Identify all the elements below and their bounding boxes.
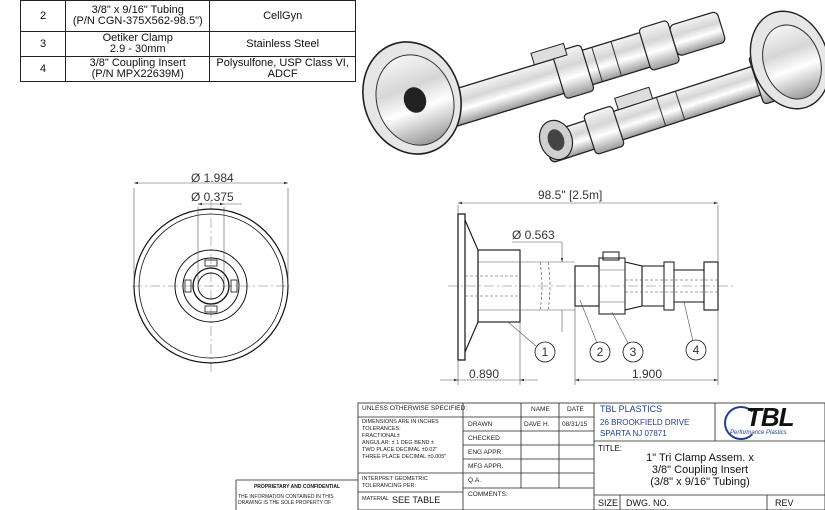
bom-description-line: (P/N MPX22639M) [91, 68, 184, 80]
insert-length-label: 1.900 [632, 367, 662, 381]
drawn-label: DRAWN [468, 421, 493, 428]
unless-specified-label: UNLESS OTHERWISE SPECIFIED: [362, 405, 467, 412]
bom-item-number: 2 [19, 0, 67, 32]
company-address-line: 26 BROOKFIELD DRIVE [600, 418, 690, 427]
overall-length-label: 98.5" [2.5m] [538, 188, 602, 202]
geometric-line: INTERPRET GEOMETRIC [362, 476, 428, 482]
balloon-4: 4 [693, 343, 700, 357]
dimension-overall-length: 98.5" [2.5m] [457, 188, 719, 262]
bom-item-number: 3 [19, 31, 67, 57]
proprietary-line: THE INFORMATION CONTAINED IN THIS [238, 494, 334, 500]
tolerance-line: FRACTIONAL± [362, 433, 400, 439]
geometric-tolerancing-note: INTERPRET GEOMETRIC TOLERANCING PER: [362, 476, 428, 490]
material-value: SEE TABLE [392, 495, 441, 505]
proprietary-line: DRAWING IS THE SOLE PROPERTY OF [238, 500, 332, 506]
dimension-tube-diameter: Ø 0.563 [512, 228, 564, 332]
title-block-frame [235, 402, 825, 510]
drawing-title-line: 3/8" Coupling Insert [651, 464, 749, 476]
company-address-line: SPARTA NJ 07871 [600, 429, 667, 438]
eng-appr-label: ENG APPR. [468, 449, 504, 456]
bom-material: CellGyn [209, 0, 356, 32]
bom-description-line: 3/8" Coupling Insert [89, 57, 186, 69]
end-view [132, 200, 290, 375]
bom-item-number: 4 [19, 56, 67, 82]
dimension-inner-diameter: Ø 0.375 [191, 190, 242, 286]
qa-label: Q.A. [468, 477, 482, 484]
company-name: TBL PLASTICS [600, 404, 663, 414]
name-column-header: NAME [531, 406, 550, 413]
logo-subtitle: Performance Plastics [730, 430, 787, 436]
checked-label: CHECKED [468, 435, 500, 442]
bom-description-line: 3/8" x 9/16" Tubing [91, 4, 184, 16]
dwg-number-label: DWG. NO. [626, 498, 669, 508]
tolerance-line: TWO PLACE DECIMAL ±0.02" [362, 447, 438, 453]
comments-label: COMMENTS: [468, 491, 508, 498]
geometric-line: TOLERANCING PER: [362, 483, 416, 489]
bom-description-line: 2.9 - 30mm [109, 43, 166, 55]
balloon-3: 3 [630, 345, 637, 359]
tolerance-line: TOLERANCES: [362, 426, 401, 432]
drawing-title: 1" Tri Clamp Assem. x 3/8" Coupling Inse… [600, 452, 800, 488]
date-column-header: DATE [567, 406, 584, 413]
bom-material-line: Stainless Steel [246, 37, 320, 50]
company-logo: TBL Performance Plastics [718, 402, 822, 440]
dimension-insert-length: 1.900 [574, 306, 719, 385]
balloon-callouts: 1 2 3 4 [507, 299, 707, 363]
tolerance-line: ANGULAR: ± 1 DEG BEND ± [362, 440, 435, 446]
isometric-view-assembly [362, 11, 726, 155]
bom-row: 3 Oetiker Clamp 2.9 - 30mm Stainless Ste… [19, 31, 356, 57]
proprietary-title: PROPRIETARY AND CONFIDENTIAL [253, 484, 341, 490]
mfg-appr-label: MFG APPR. [468, 463, 504, 470]
revision-label: REV [775, 498, 794, 508]
bom-material: Polysulfone, USP Class VI, ADCF [209, 56, 356, 82]
proprietary-text: THE INFORMATION CONTAINED IN THIS DRAWIN… [238, 494, 356, 506]
bom-description-line: (P/N CGN-375X562-98.5") [72, 15, 203, 27]
bom-row: 4 3/8" Coupling Insert (P/N MPX22639M) P… [19, 56, 356, 82]
logo-text: TBL [746, 402, 795, 432]
bom-description-line: Oetiker Clamp [102, 32, 173, 44]
inner-diameter-label: Ø 0.375 [191, 190, 234, 204]
outer-diameter-label: Ø 1.984 [191, 171, 234, 185]
balloon-2: 2 [597, 345, 604, 359]
bom-material: Stainless Steel [209, 31, 356, 57]
side-view [448, 213, 735, 361]
bom-row: 2 3/8" x 9/16" Tubing (P/N CGN-375X562-9… [19, 0, 356, 32]
bom-material-line: ADCF [267, 68, 298, 80]
bom-material-line: CellGyn [263, 9, 303, 22]
isometric-view-insert [538, 10, 825, 163]
tolerance-notes: DIMENSIONS ARE IN INCHES TOLERANCES: FRA… [362, 419, 462, 461]
drawn-name: DAVE H. [524, 421, 550, 428]
bill-of-materials-table: 2 3/8" x 9/16" Tubing (P/N CGN-375X562-9… [19, 0, 356, 82]
drawing-title-line: 1" Tri Clamp Assem. x [646, 452, 754, 464]
balloon-1: 1 [542, 345, 549, 359]
dimension-outer-diameter: Ø 1.984 [133, 171, 289, 286]
bom-material-line: Polysulfone, USP Class VI, [216, 57, 349, 69]
title-label: TITLE: [598, 444, 623, 453]
tolerance-line: DIMENSIONS ARE IN INCHES [362, 419, 439, 425]
drawn-date: 08/31/15 [562, 421, 588, 428]
material-label: MATERIAL [362, 496, 390, 502]
size-label: SIZE [598, 498, 619, 508]
bom-description: Oetiker Clamp 2.9 - 30mm [65, 31, 211, 57]
flange-length-label: 0.890 [469, 367, 499, 381]
drawing-title-line: (3/8" x 9/16" Tubing) [650, 476, 750, 488]
tube-diameter-label: Ø 0.563 [512, 228, 555, 242]
dimension-flange-length: 0.890 [440, 322, 538, 385]
tolerance-line: THREE PLACE DECIMAL ±0.005" [362, 454, 447, 460]
bom-description: 3/8" Coupling Insert (P/N MPX22639M) [65, 56, 211, 82]
logo-swoosh-icon [724, 406, 758, 440]
